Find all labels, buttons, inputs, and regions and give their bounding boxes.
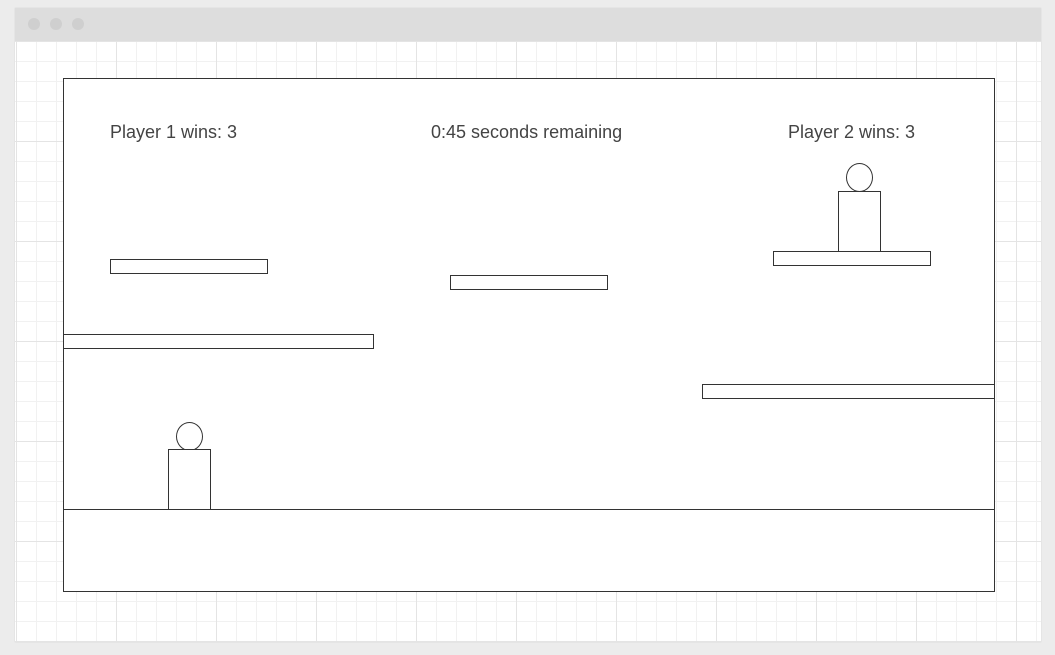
browser-window: Player 1 wins: 3 0:45 seconds remaining … [15,8,1041,642]
game-arena[interactable]: Player 1 wins: 3 0:45 seconds remaining … [63,78,995,592]
platform-upper-right [773,251,931,266]
minimize-window-button[interactable] [50,18,62,30]
player2-head [846,163,873,192]
platform-lower-right [702,384,995,399]
timer-label: 0:45 seconds remaining [431,122,623,142]
platform-upper-center [450,275,608,290]
platform-upper-left [110,259,268,274]
player2-body [838,191,881,252]
ground-line [64,509,994,510]
maximize-window-button[interactable] [72,18,84,30]
player1-wins-label: Player 1 wins: 3 [110,122,238,142]
player1-head [176,422,203,451]
player2-wins-label: Player 2 wins: 3 [788,122,916,142]
grid-canvas: Player 1 wins: 3 0:45 seconds remaining … [15,41,1041,642]
close-window-button[interactable] [28,18,40,30]
player1-body [168,449,211,510]
window-titlebar [15,8,1041,41]
platform-middle-left [63,334,374,349]
